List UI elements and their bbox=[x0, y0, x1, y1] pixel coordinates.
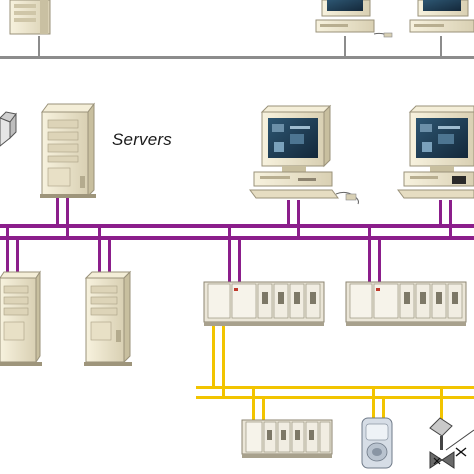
server-tower-icon bbox=[0, 270, 42, 366]
controller-rack-icon bbox=[345, 281, 467, 326]
controller-rack-icon bbox=[203, 281, 325, 326]
workstation-monitor-icon bbox=[409, 0, 474, 33]
control-network-bus bbox=[0, 198, 474, 284]
transmitter-icon bbox=[361, 417, 393, 469]
server-tower-icon bbox=[84, 270, 132, 366]
server-tower-icon bbox=[9, 0, 51, 35]
workstation-monitor-icon bbox=[315, 0, 393, 38]
workstation-monitor-icon bbox=[249, 104, 359, 205]
servers-label: Servers bbox=[112, 130, 172, 149]
workstation-monitor-icon bbox=[397, 105, 474, 199]
top-network-bus bbox=[0, 36, 474, 59]
valve-actuator-icon bbox=[429, 417, 474, 469]
network-device-icon bbox=[0, 111, 17, 147]
server-tower-icon bbox=[40, 102, 96, 198]
io-module-icon bbox=[241, 419, 333, 458]
fieldbus bbox=[196, 326, 474, 421]
